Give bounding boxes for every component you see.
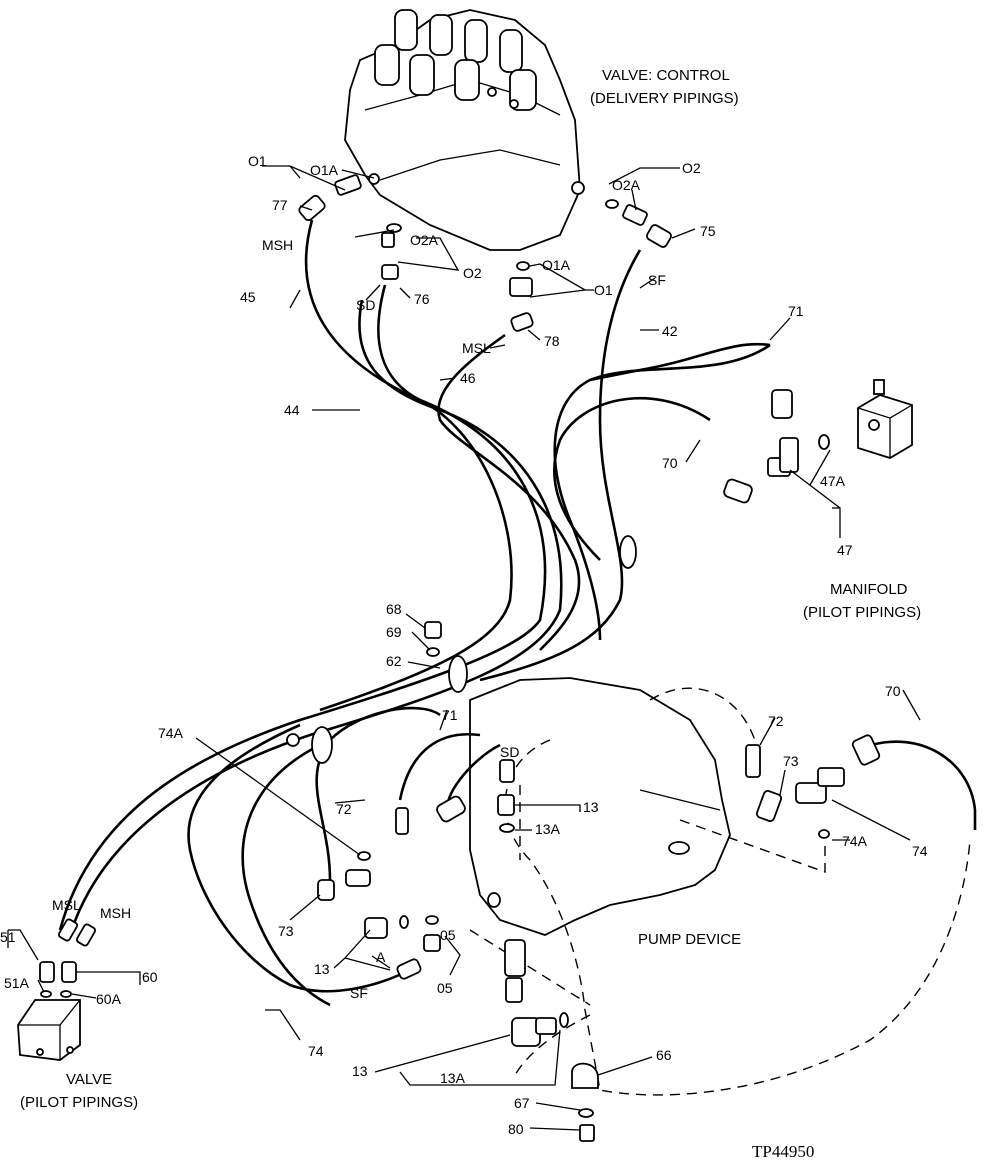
callout-label: 13 [583,799,599,815]
callout-label: 47 [837,542,853,558]
callout-label: 62 [386,653,402,669]
callout-label: 66 [656,1047,672,1063]
callout-label: 73 [278,923,294,939]
callout-label: 73 [783,753,799,769]
callout-label: 70 [662,455,678,471]
callout-label: MSH [100,905,131,921]
hose-clamps [286,535,637,764]
callout-label: 46 [460,370,476,386]
manifold-title: MANIFOLD [830,581,908,598]
callout-label: O1A [310,162,339,178]
callout-label: 68 [386,601,402,617]
callout-label: 74 [308,1043,324,1059]
callout-label: SF [350,985,368,1001]
callout-label: O2A [612,177,641,193]
callout-label: 77 [272,197,288,213]
callout-label: 13 [352,1063,368,1079]
section-titles: VALVE: CONTROL (DELIVERY PIPINGS) MANIFO… [20,67,921,1161]
callout-label: 05 [437,980,453,996]
callout-label: 74A [842,833,868,849]
callout-label: O1 [594,282,613,298]
callout-label: 44 [284,402,300,418]
callout-label: 71 [788,303,804,319]
callout-label: 67 [514,1095,530,1111]
callout-label: 42 [662,323,678,339]
callout-label: 47A [820,473,846,489]
manifold-subtitle: (PILOT PIPINGS) [803,604,921,621]
drawing-id: TP44950 [752,1142,814,1161]
control-valve-title: VALVE: CONTROL [602,67,730,84]
callout-labels: O1 O1A 77 MSH 45 O2A O2 SD 76 O2 O2A 75 … [0,153,928,1137]
callout-label: 71 [442,707,458,723]
callout-label: O2 [463,265,482,281]
callout-label: 13A [440,1070,466,1086]
callout-label: 72 [336,801,352,817]
pump-device-title: PUMP DEVICE [638,931,741,948]
callout-label: 51A [4,975,30,991]
callout-label: 45 [240,289,256,305]
pump-device-body [469,677,731,936]
pilot-valve-subtitle: (PILOT PIPINGS) [20,1094,138,1111]
pilot-valve-body [17,999,81,1061]
callout-label: 70 [885,683,901,699]
callout-label: 74A [158,725,184,741]
callout-label: 51 [0,929,16,945]
callout-label: O1A [542,257,571,273]
callout-label: SD [500,744,519,760]
callout-label: SD [356,297,375,313]
callout-label: 13 [314,961,330,977]
manifold-block [857,379,913,459]
control-valve-body [344,9,585,251]
fittings [39,173,881,1142]
callout-label: MSL [52,897,81,913]
callout-label: 13A [535,821,561,837]
callout-label: 60A [96,991,122,1007]
control-valve-subtitle: (DELIVERY PIPINGS) [590,90,739,107]
callout-label: 60 [142,969,158,985]
pilot-valve-title: VALVE [66,1071,112,1088]
callout-label: O2 [682,160,701,176]
callout-label: SF [648,272,666,288]
callout-label: MSH [262,237,293,253]
callout-label: 80 [508,1121,524,1137]
callout-label: O1 [248,153,267,169]
callout-label: O2A [410,232,439,248]
callout-label: A [376,949,386,965]
callout-label: 05 [440,927,456,943]
callout-label: 74 [912,843,928,859]
leader-lines [7,165,921,1131]
callout-label: 76 [414,291,430,307]
callout-label: MSL [462,340,491,356]
callout-label: 75 [700,223,716,239]
callout-label: 72 [768,713,784,729]
callout-label: 78 [544,333,560,349]
callout-label: 69 [386,624,402,640]
hose-bundle [58,219,977,1007]
